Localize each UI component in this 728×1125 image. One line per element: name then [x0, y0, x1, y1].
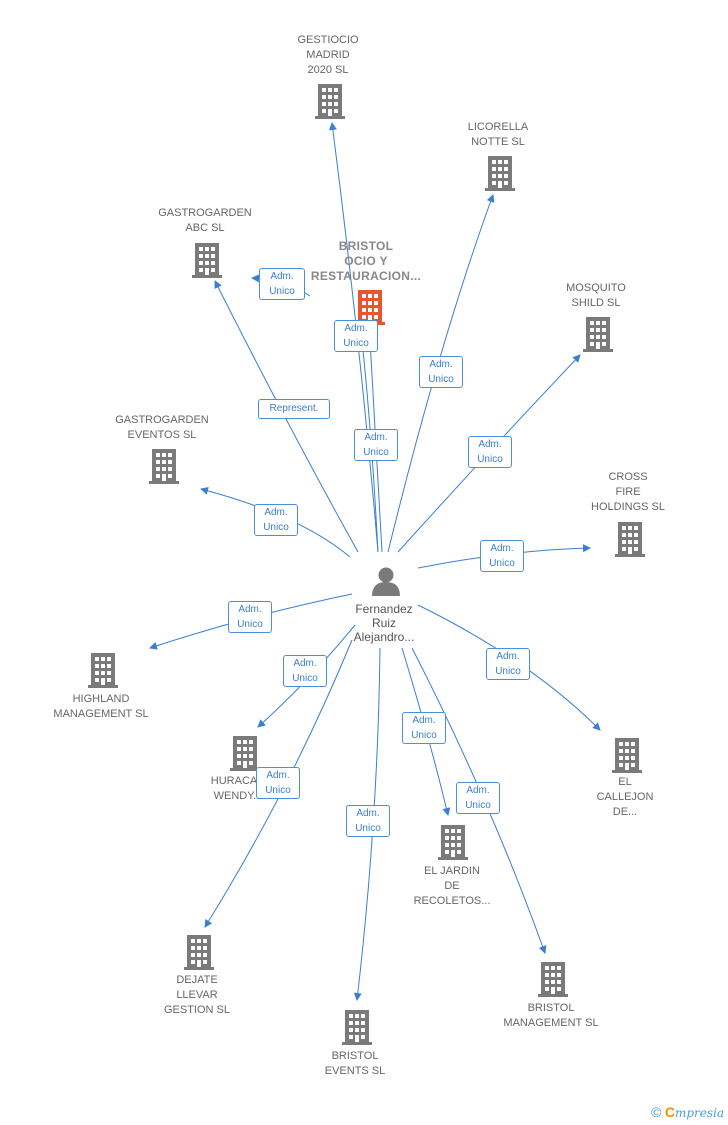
building-icon-gastrogarden-abc[interactable]: [192, 243, 222, 278]
company-label-licorella[interactable]: LICORELLA NOTTE SL: [467, 121, 529, 148]
company-label-el-callejon[interactable]: EL CALLEJON DE...: [596, 776, 654, 818]
company-label-highland[interactable]: HIGHLAND MANAGEMENT SL: [53, 693, 149, 720]
company-label-cross-fire[interactable]: CROSS FIRE HOLDINGS SL: [591, 471, 665, 513]
company-label-el-jardin[interactable]: EL JARDIN DE RECOLETOS...: [413, 865, 491, 907]
edge-label[interactable]: Adm. Unico: [254, 504, 298, 536]
company-label-dejate[interactable]: DEJATE LLEVAR GESTION SL: [163, 974, 231, 1016]
brand-name: mpresia: [674, 1106, 724, 1120]
edge-label[interactable]: Adm. Unico: [419, 356, 463, 388]
edge-label[interactable]: Adm. Unico: [486, 648, 530, 680]
edge-label[interactable]: Adm. Unico: [334, 320, 378, 352]
center-company-label[interactable]: BRISTOL OCIO Y RESTAURACION...: [310, 239, 422, 283]
building-icon-cross-fire[interactable]: [615, 522, 645, 557]
building-icon-el-callejon[interactable]: [612, 738, 642, 773]
company-label-huracan[interactable]: HURACAN WENDY...: [210, 775, 266, 802]
edge-label[interactable]: Adm. Unico: [354, 429, 398, 461]
building-icon-highland[interactable]: [88, 653, 118, 688]
brand-initial: C: [664, 1104, 675, 1120]
company-label-mosquito[interactable]: MOSQUITO SHILD SL: [566, 282, 626, 309]
company-label-gastrogarden-abc[interactable]: GASTROGARDEN ABC SL: [158, 207, 252, 234]
building-icon-dejate[interactable]: [184, 935, 214, 970]
building-icon-gestiocio[interactable]: [315, 84, 345, 119]
company-label-bristol-events[interactable]: BRISTOL EVENTS SL: [324, 1050, 386, 1077]
company-label-gestiocio[interactable]: GESTIOCIO MADRID 2020 SL: [297, 34, 359, 76]
building-icon-huracan[interactable]: [230, 736, 260, 771]
building-icon-gastrogarden-eventos[interactable]: [149, 449, 179, 484]
edge-label[interactable]: Adm. Unico: [256, 767, 300, 799]
building-icon-el-jardin[interactable]: [438, 825, 468, 860]
edge-label[interactable]: Adm. Unico: [228, 601, 272, 633]
edge-label[interactable]: Adm. Unico: [346, 805, 390, 837]
edge-label[interactable]: Adm. Unico: [283, 655, 327, 687]
edge-label[interactable]: Adm. Unico: [456, 782, 500, 814]
company-label-gastrogarden-eventos[interactable]: GASTROGARDEN EVENTOS SL: [115, 414, 209, 441]
copyright-symbol: ©: [651, 1104, 662, 1120]
building-icon-licorella[interactable]: [485, 156, 515, 191]
person-icon[interactable]: [372, 567, 400, 597]
building-icon-bristol-events[interactable]: [342, 1010, 372, 1045]
footer-brand[interactable]: © Cmpresia: [651, 1104, 724, 1120]
building-icon-bristol-management[interactable]: [538, 962, 568, 997]
edge-label[interactable]: Adm. Unico: [402, 712, 446, 744]
edge-label[interactable]: Adm. Unico: [259, 268, 305, 300]
edge-label[interactable]: Adm. Unico: [468, 436, 512, 468]
edge-label[interactable]: Adm. Unico: [480, 540, 524, 572]
edge-label[interactable]: Represent.: [258, 399, 330, 419]
company-label-bristol-management[interactable]: BRISTOL MANAGEMENT SL: [503, 1002, 599, 1029]
building-icon-mosquito[interactable]: [583, 317, 613, 352]
edge-line: [214, 280, 359, 553]
person-label[interactable]: Fernandez Ruiz Alejandro...: [353, 602, 415, 644]
